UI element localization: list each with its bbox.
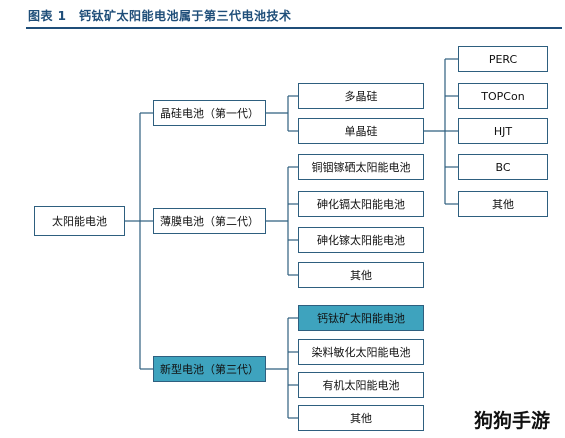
node-topcon: TOPCon [458, 83, 548, 109]
node-dye-sensitized: 染料敏化太阳能电池 [298, 339, 424, 365]
node-gen3-other: 其他 [298, 405, 424, 431]
node-bc: BC [458, 154, 548, 180]
node-cdte: 砷化镉太阳能电池 [298, 191, 424, 217]
watermark-text: 狗狗手游 [474, 410, 551, 432]
node-mono-other: 其他 [458, 191, 548, 217]
node-gen3-emerging: 新型电池（第三代） [153, 356, 266, 382]
node-polysilicon: 多晶硅 [298, 83, 424, 109]
node-root-solar-cell: 太阳能电池 [34, 206, 125, 236]
node-hjt: HJT [458, 118, 548, 144]
node-gen2-other: 其他 [298, 262, 424, 288]
node-monosilicon: 单晶硅 [298, 118, 424, 144]
node-perc: PERC [458, 46, 548, 72]
node-gen2-thin-film: 薄膜电池（第二代） [153, 208, 266, 234]
title-rule [26, 27, 562, 29]
figure-title: 图表 1 钙钛矿太阳能电池属于第三代电池技术 [28, 9, 292, 23]
node-organic: 有机太阳能电池 [298, 372, 424, 398]
node-cigs: 铜铟镓硒太阳能电池 [298, 154, 424, 180]
node-gaas: 砷化镓太阳能电池 [298, 227, 424, 253]
node-gen1-crystalline-si: 晶硅电池（第一代） [153, 100, 266, 126]
node-perovskite: 钙钛矿太阳能电池 [298, 305, 424, 331]
